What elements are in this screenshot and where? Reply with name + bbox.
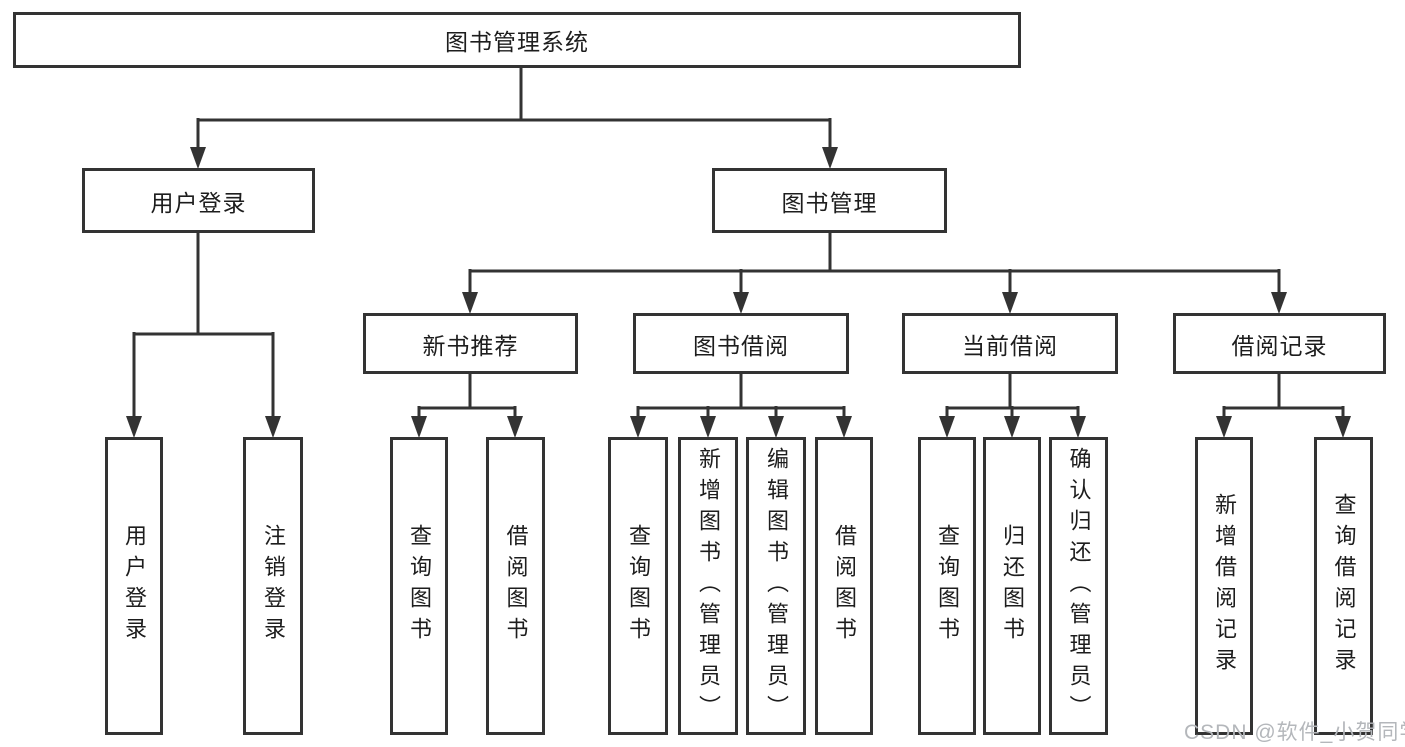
leaf-query-books-recommend: 查询图书	[390, 437, 448, 735]
leaf-edit-books-admin: 编辑图书（管理员）	[746, 437, 806, 735]
leaf-borrow-books: 借阅图书	[815, 437, 873, 735]
leaf-query-books-borrow: 查询图书	[608, 437, 668, 735]
leaf-user-login-label: 用户登录	[122, 524, 147, 648]
node-library-management-system: 图书管理系统	[13, 12, 1021, 68]
leaf-add-borrow-record-label: 新增借阅记录	[1212, 493, 1237, 679]
node-current-borrowing: 当前借阅	[902, 313, 1118, 374]
leaf-return-books-label: 归还图书	[1000, 524, 1025, 648]
leaf-borrow-books-label: 借阅图书	[832, 524, 857, 648]
leaf-borrow-books-recommend-label: 借阅图书	[503, 524, 529, 648]
leaf-logout-login-label: 注销登录	[261, 524, 286, 648]
leaf-query-books-current: 查询图书	[918, 437, 976, 735]
node-book-borrowing: 图书借阅	[633, 313, 849, 374]
leaf-query-books-current-label: 查询图书	[935, 524, 960, 648]
leaf-add-books-admin: 新增图书（管理员）	[678, 437, 738, 735]
node-new-book-recommendation: 新书推荐	[363, 313, 578, 374]
node-user-login: 用户登录	[82, 168, 315, 233]
leaf-return-books: 归还图书	[983, 437, 1041, 735]
leaf-edit-books-admin-label: 编辑图书（管理员）	[764, 446, 789, 726]
node-book-management: 图书管理	[712, 168, 947, 233]
leaf-confirm-return-admin: 确认归还（管理员）	[1049, 437, 1108, 735]
leaf-borrow-books-recommend: 借阅图书	[486, 437, 545, 735]
leaf-add-borrow-record: 新增借阅记录	[1195, 437, 1253, 735]
leaf-user-login: 用户登录	[105, 437, 163, 735]
leaf-query-books-recommend-label: 查询图书	[407, 524, 432, 648]
csdn-watermark: CSDN @软件_小贺同学	[1184, 721, 1405, 744]
leaf-confirm-return-admin-label: 确认归还（管理员）	[1066, 446, 1092, 726]
leaf-logout-login: 注销登录	[243, 437, 303, 735]
leaf-query-books-borrow-label: 查询图书	[626, 524, 651, 648]
leaf-query-borrow-record-label: 查询借阅记录	[1331, 493, 1357, 679]
leaf-add-books-admin-label: 新增图书（管理员）	[696, 446, 721, 726]
node-borrowing-records: 借阅记录	[1173, 313, 1386, 374]
leaf-query-borrow-record: 查询借阅记录	[1314, 437, 1373, 735]
